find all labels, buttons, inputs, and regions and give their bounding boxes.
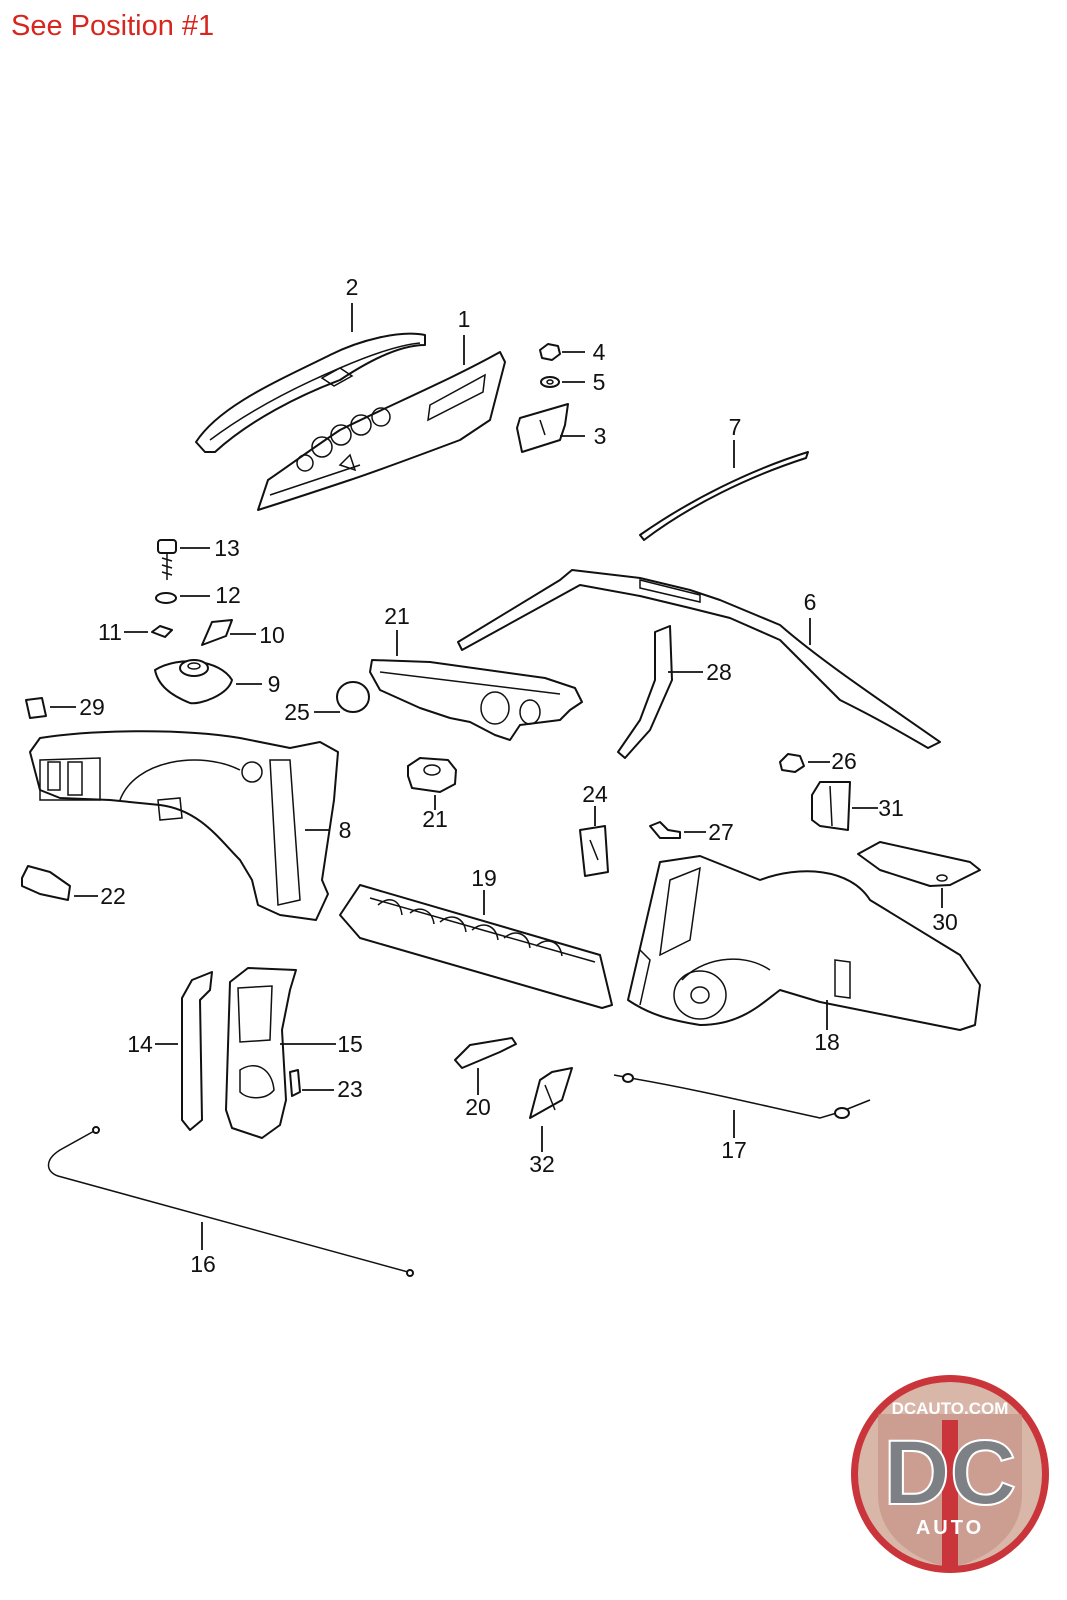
part-31-bracket (811, 781, 878, 831)
callout-16: 16 (190, 1251, 216, 1277)
callout-18: 18 (814, 1029, 840, 1055)
callout-10: 10 (259, 622, 285, 648)
callout-11: 11 (98, 619, 122, 645)
part-12-washer (155, 592, 210, 604)
part-5-washer (540, 376, 585, 388)
part-32-bracket (529, 1067, 573, 1152)
logo-top-text: DCAUTO.COM (892, 1399, 1009, 1418)
part-16-cable (47, 1126, 414, 1277)
logo-sub-text: AUTO (916, 1517, 984, 1539)
part-6-cowl-frame (457, 569, 941, 749)
part-2-dash-pad (195, 303, 426, 453)
callout-3: 3 (594, 423, 607, 449)
part-17-cable (613, 1073, 871, 1138)
callout-8: 8 (339, 817, 352, 843)
part-28-pillar-trim (617, 625, 703, 759)
part-15-a-pillar (225, 967, 336, 1139)
part-21-rubber-mount (407, 757, 457, 810)
logo-main-text: DC (884, 1422, 1017, 1524)
part-3-bracket (516, 403, 585, 453)
part-11-plate (124, 625, 173, 638)
part-13-bolt (157, 539, 210, 580)
dcauto-logo: DCAUTO.COM DC AUTO (851, 1375, 1049, 1573)
part-25-plug (314, 681, 370, 713)
part-23-clip (289, 1069, 334, 1097)
part-7-trim-strip (639, 440, 809, 541)
callout-22: 22 (100, 883, 126, 909)
part-29-clip (25, 697, 76, 719)
part-10-clip (201, 619, 256, 646)
callout-29: 29 (79, 694, 105, 720)
callout-19: 19 (471, 865, 497, 891)
header-note: See Position #1 (11, 10, 215, 42)
callout-12: 12 (215, 582, 241, 608)
part-24-plate (579, 806, 609, 877)
part-8-inner-fender (29, 730, 339, 921)
callout-26: 26 (831, 748, 857, 774)
callout-7: 7 (729, 414, 742, 440)
part-1-dashboard (257, 335, 506, 511)
callout-27: 27 (708, 819, 734, 845)
callout-21: 21 (384, 603, 410, 629)
callout-15: 15 (337, 1031, 363, 1057)
callout-13: 13 (214, 535, 240, 561)
part-4-nut (539, 343, 585, 361)
callout-32: 32 (529, 1151, 555, 1177)
callout-21: 21 (422, 806, 448, 832)
part-18-rear-quarter (627, 855, 981, 1031)
callout-6: 6 (804, 589, 817, 615)
callout-4: 4 (593, 339, 606, 365)
part-30-bracket (857, 841, 981, 908)
part-21-heater-box (369, 630, 583, 741)
callout-20: 20 (465, 1094, 491, 1120)
callout-14: 14 (127, 1031, 153, 1057)
callout-1: 1 (458, 306, 471, 332)
part-26-grommet (779, 753, 830, 773)
callout-25: 25 (284, 699, 310, 725)
part-14-door-pillar (155, 971, 213, 1131)
callout-23: 23 (337, 1076, 363, 1102)
part-19-rocker-panel (339, 884, 613, 1009)
callout-24: 24 (582, 781, 608, 807)
part-22-bracket (21, 865, 98, 901)
callout-9: 9 (268, 671, 281, 697)
part-20-bracket (454, 1037, 517, 1095)
callout-31: 31 (878, 795, 904, 821)
callout-2: 2 (346, 274, 359, 300)
part-27-clip (649, 821, 706, 839)
part-9-mount (154, 659, 262, 705)
callout-28: 28 (706, 659, 732, 685)
callout-30: 30 (932, 909, 958, 935)
callout-5: 5 (593, 369, 606, 395)
callout-17: 17 (721, 1137, 747, 1163)
